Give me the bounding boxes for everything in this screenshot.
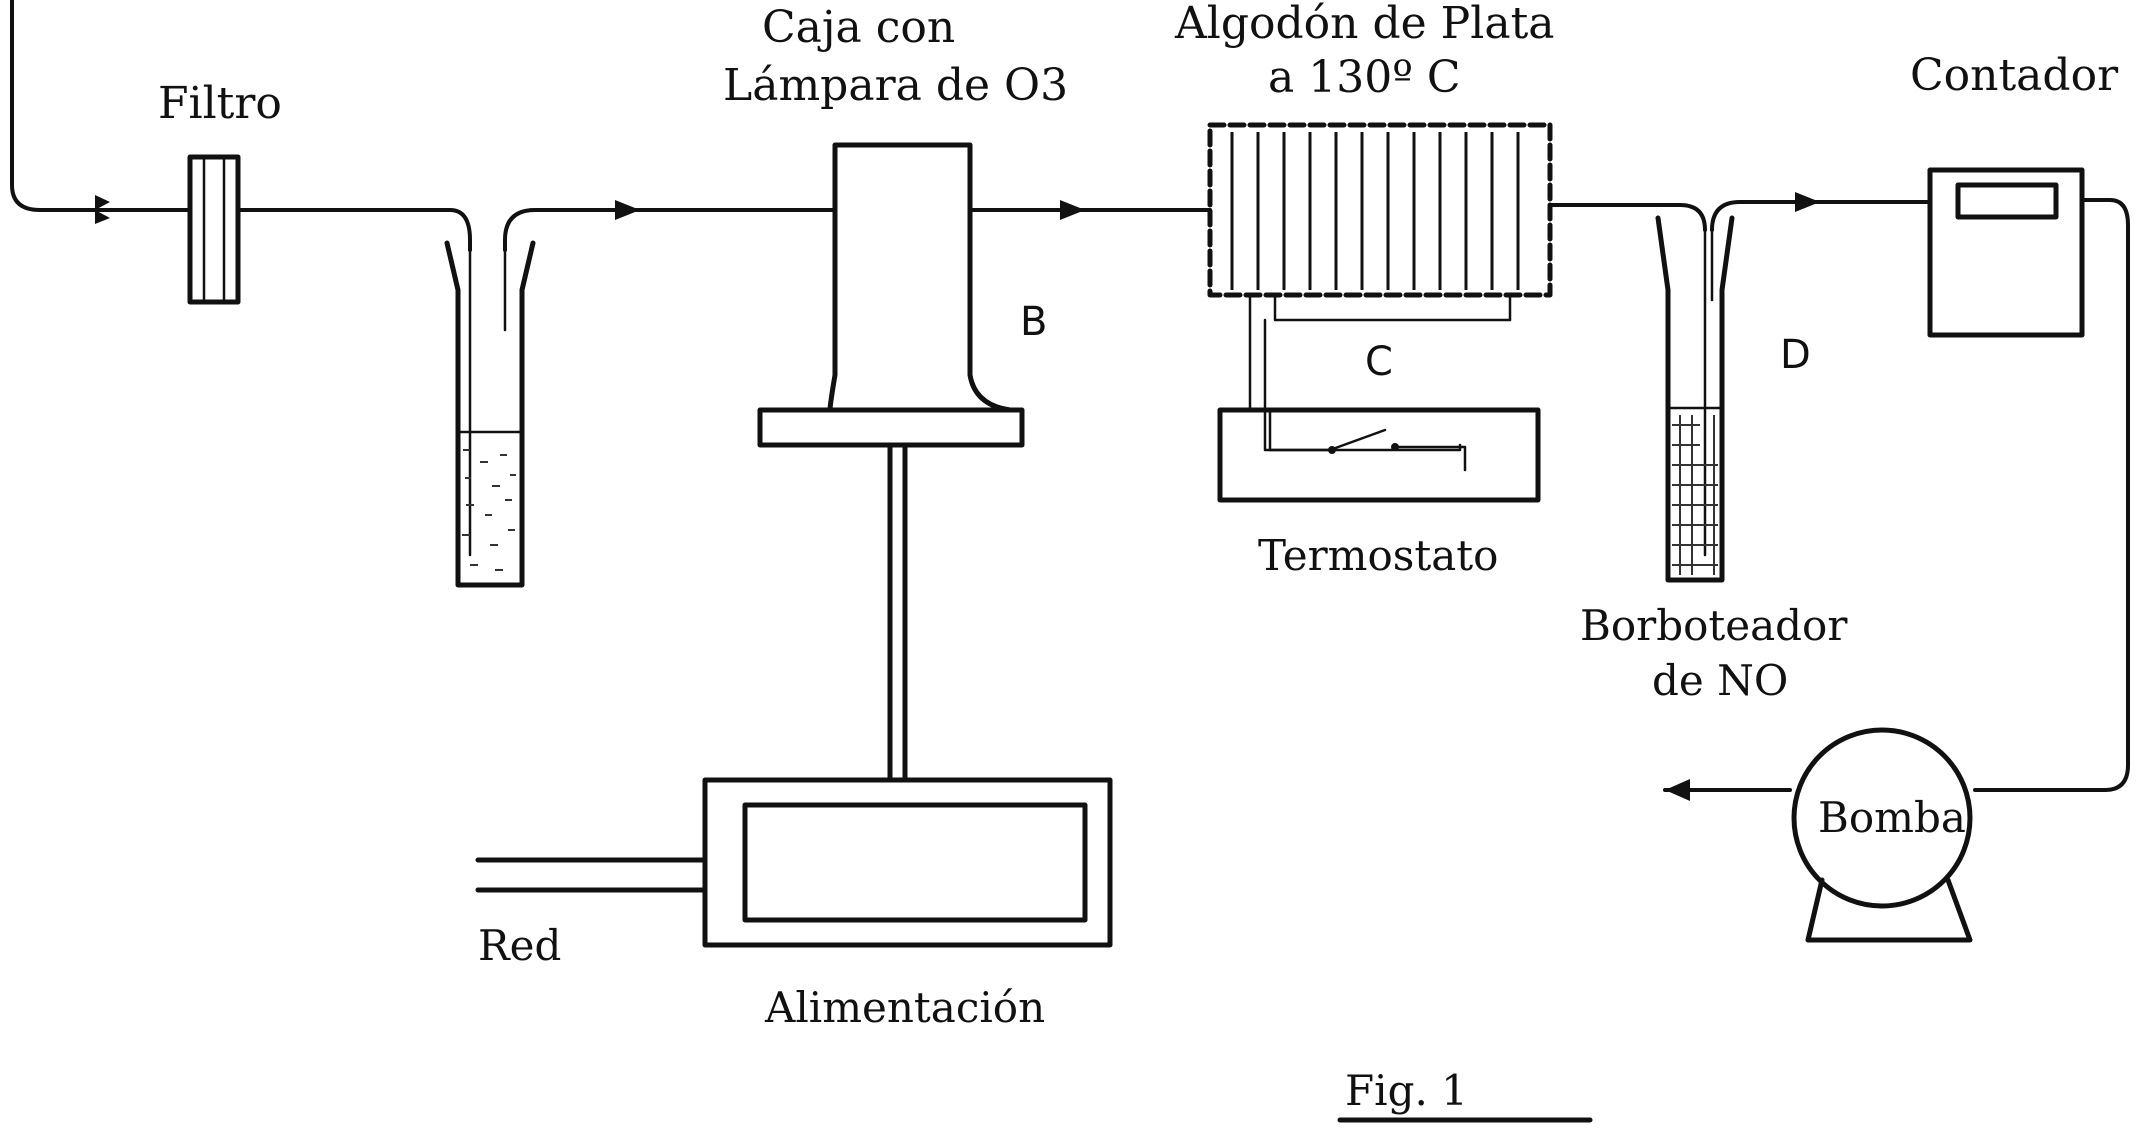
ozone-lamp-box <box>757 142 1025 783</box>
liquid-bubbles <box>462 449 516 571</box>
wash-bottle <box>444 240 536 588</box>
arrow-inlet-icon <box>95 195 110 224</box>
counter-display <box>1955 182 2059 220</box>
gas-line <box>10 0 2130 792</box>
switch-icon <box>1328 428 1387 452</box>
filter <box>187 154 241 305</box>
bubbler-liquid <box>1672 415 1718 575</box>
filter-label: Filtro <box>158 78 282 129</box>
counter-label: Contador <box>1910 50 2119 101</box>
lamp-box-label-line2: Lámpara de O3 <box>723 60 1068 111</box>
silver-wool-label-line1: Algodón de Plata <box>1174 0 1555 49</box>
heater-tubes <box>1230 132 1520 290</box>
pump <box>1791 727 1973 943</box>
silver-wool-heater <box>1207 122 1553 452</box>
arrow-line-icon <box>1060 200 1085 220</box>
bubbler-label-line1: Borboteador <box>1580 601 1848 650</box>
arrow-exhaust-icon <box>1665 779 1690 801</box>
flow-arrows <box>95 192 1820 801</box>
power-supply-label: Alimentación <box>764 983 1045 1032</box>
lamp-box-label-line1: Caja con <box>762 2 955 53</box>
thermostat-label: Termostato <box>1258 531 1498 580</box>
silver-wool-label-line2: a 130º C <box>1268 52 1461 103</box>
letter-b-label: B <box>1020 299 1047 345</box>
figure-caption: Fig. 1 <box>1345 1066 1468 1115</box>
letter-c-label: C <box>1365 339 1393 385</box>
bubbler-label-line2: de NO <box>1652 656 1788 705</box>
no-bubbler <box>1655 215 1735 583</box>
thermostat <box>1217 407 1541 503</box>
pump-label: Bomba <box>1818 793 1966 842</box>
arrow-line-icon <box>1795 192 1820 212</box>
arrow-line-icon <box>615 200 640 220</box>
letter-d-label: D <box>1780 332 1811 378</box>
power-supply <box>475 777 1113 948</box>
mains-label: Red <box>478 921 561 970</box>
counter <box>1927 167 2085 338</box>
